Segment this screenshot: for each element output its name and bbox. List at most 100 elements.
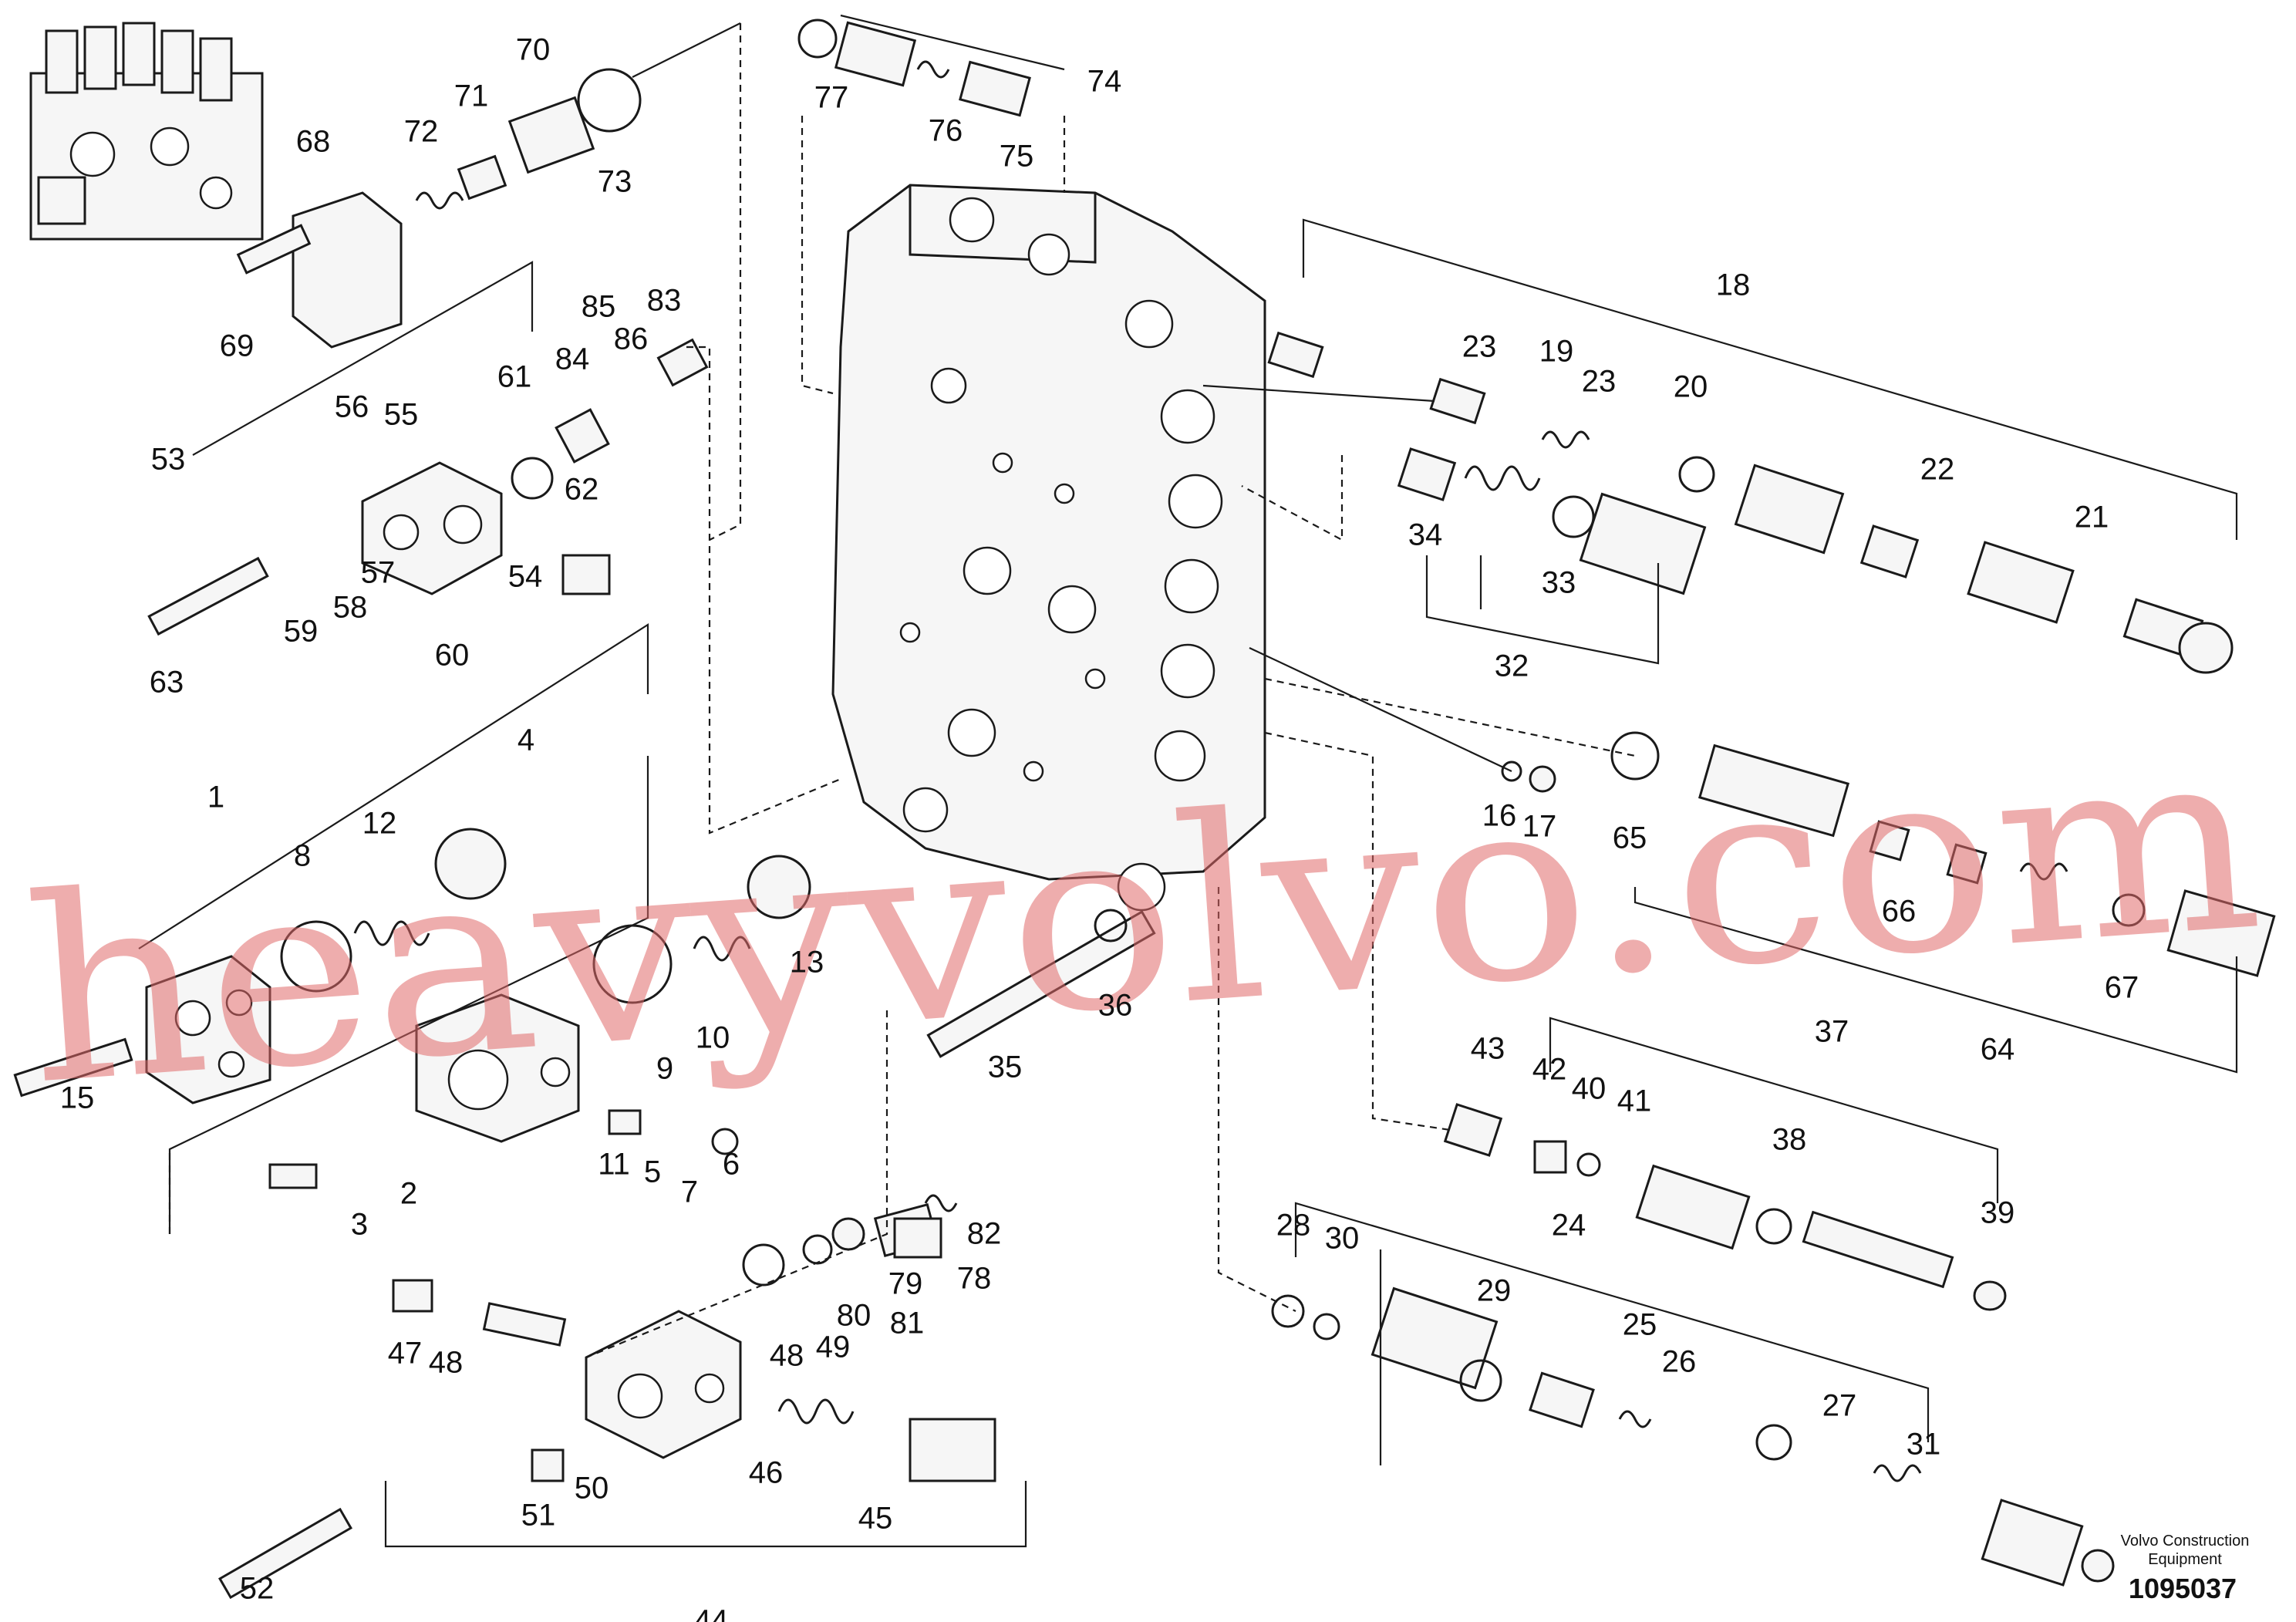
brand-line-1: Volvo Construction bbox=[2121, 1533, 2250, 1549]
callout-46: 46 bbox=[749, 1456, 784, 1490]
callout-52: 52 bbox=[240, 1572, 275, 1606]
callout-33: 33 bbox=[1542, 566, 1576, 600]
callout-29: 29 bbox=[1477, 1274, 1512, 1308]
valve-group-24-31 bbox=[1217, 887, 2115, 1587]
callout-2: 2 bbox=[400, 1177, 417, 1211]
callout-82: 82 bbox=[967, 1217, 1002, 1251]
callout-74: 74 bbox=[1087, 65, 1122, 99]
valve-group-37-43 bbox=[1264, 731, 2007, 1311]
callout-84: 84 bbox=[555, 342, 590, 376]
callout-31: 31 bbox=[1907, 1428, 1941, 1462]
callout-72: 72 bbox=[404, 115, 439, 149]
callout-53: 53 bbox=[151, 443, 186, 477]
callout-64: 64 bbox=[1981, 1033, 2015, 1067]
spring-group-32-34 bbox=[1241, 447, 1707, 665]
callout-41: 41 bbox=[1617, 1084, 1652, 1118]
cover-group-68-73 bbox=[236, 22, 742, 541]
callout-48: 48 bbox=[429, 1346, 464, 1380]
callout-61: 61 bbox=[497, 360, 532, 394]
callout-56: 56 bbox=[335, 390, 369, 424]
callout-34: 34 bbox=[1408, 518, 1443, 552]
callout-1: 1 bbox=[207, 781, 224, 814]
callout-54: 54 bbox=[508, 560, 543, 594]
callout-36: 36 bbox=[1098, 989, 1133, 1023]
callout-5: 5 bbox=[644, 1155, 661, 1189]
callout-39: 39 bbox=[1981, 1196, 2015, 1230]
callout-32: 32 bbox=[1495, 649, 1529, 683]
callout-6: 6 bbox=[723, 1148, 740, 1182]
drawing-number: 1095037 bbox=[2129, 1573, 2237, 1604]
callout-23: 23 bbox=[1582, 365, 1617, 399]
brand-line-2: Equipment bbox=[2148, 1551, 2222, 1568]
callout-3: 3 bbox=[351, 1208, 368, 1242]
callout-27: 27 bbox=[1822, 1389, 1857, 1423]
callout-23: 23 bbox=[1462, 330, 1497, 364]
callout-24: 24 bbox=[1552, 1209, 1586, 1243]
rod-group-35-36 bbox=[926, 909, 1156, 1058]
callout-59: 59 bbox=[284, 615, 319, 649]
block-group-53-63 bbox=[147, 261, 841, 835]
callout-16: 16 bbox=[1482, 799, 1517, 833]
callout-83: 83 bbox=[647, 284, 682, 318]
callout-70: 70 bbox=[516, 33, 551, 67]
callout-7: 7 bbox=[681, 1175, 698, 1209]
callout-48: 48 bbox=[770, 1339, 804, 1373]
callout-43: 43 bbox=[1471, 1032, 1505, 1066]
callout-60: 60 bbox=[435, 639, 470, 673]
plug-group-74-77 bbox=[797, 14, 1066, 395]
valve-housing bbox=[831, 184, 1266, 912]
callout-26: 26 bbox=[1662, 1345, 1697, 1379]
callout-77: 77 bbox=[814, 81, 849, 115]
callout-63: 63 bbox=[150, 666, 184, 700]
callout-47: 47 bbox=[388, 1337, 423, 1371]
callout-69: 69 bbox=[220, 329, 255, 363]
callout-76: 76 bbox=[929, 114, 963, 148]
callout-12: 12 bbox=[362, 807, 397, 841]
callout-51: 51 bbox=[521, 1499, 556, 1533]
callout-13: 13 bbox=[790, 946, 824, 980]
assembly-thumbnail bbox=[29, 22, 264, 241]
callout-37: 37 bbox=[1815, 1015, 1849, 1049]
spring-cover-group-1-15 bbox=[13, 622, 811, 1234]
callout-80: 80 bbox=[837, 1299, 872, 1333]
callout-25: 25 bbox=[1623, 1308, 1657, 1342]
callout-57: 57 bbox=[361, 556, 396, 590]
callout-50: 50 bbox=[575, 1472, 609, 1506]
callout-71: 71 bbox=[454, 79, 489, 113]
callout-42: 42 bbox=[1532, 1053, 1567, 1087]
callout-45: 45 bbox=[858, 1502, 893, 1536]
callout-79: 79 bbox=[888, 1267, 923, 1301]
callout-62: 62 bbox=[565, 473, 599, 507]
callout-8: 8 bbox=[294, 839, 311, 873]
callout-28: 28 bbox=[1276, 1209, 1311, 1243]
small-group-16-17 bbox=[1249, 647, 1556, 793]
callout-30: 30 bbox=[1325, 1222, 1360, 1256]
valve-group-64-67 bbox=[1264, 677, 2276, 1074]
callout-66: 66 bbox=[1882, 895, 1917, 929]
callout-15: 15 bbox=[60, 1081, 95, 1115]
callout-19: 19 bbox=[1539, 335, 1574, 369]
callout-20: 20 bbox=[1674, 370, 1708, 404]
callout-55: 55 bbox=[384, 398, 419, 432]
callout-78: 78 bbox=[957, 1262, 992, 1296]
callout-9: 9 bbox=[656, 1052, 673, 1086]
callout-73: 73 bbox=[598, 165, 632, 199]
spring-group-78-82 bbox=[742, 1194, 958, 1286]
callout-10: 10 bbox=[696, 1021, 730, 1055]
callout-35: 35 bbox=[988, 1050, 1023, 1084]
callout-75: 75 bbox=[1000, 140, 1034, 174]
callout-85: 85 bbox=[582, 290, 616, 324]
title-block: Volvo Construction Equipment 1095037 bbox=[2121, 1533, 2250, 1604]
callout-17: 17 bbox=[1522, 810, 1557, 844]
callout-40: 40 bbox=[1572, 1072, 1607, 1106]
callout-86: 86 bbox=[614, 322, 649, 356]
callout-44: 44 bbox=[694, 1604, 729, 1622]
callout-18: 18 bbox=[1716, 268, 1751, 302]
callout-49: 49 bbox=[816, 1330, 851, 1364]
callout-22: 22 bbox=[1920, 453, 1955, 487]
callout-11: 11 bbox=[598, 1148, 630, 1182]
callout-21: 21 bbox=[2075, 501, 2109, 534]
callout-67: 67 bbox=[2105, 971, 2139, 1005]
